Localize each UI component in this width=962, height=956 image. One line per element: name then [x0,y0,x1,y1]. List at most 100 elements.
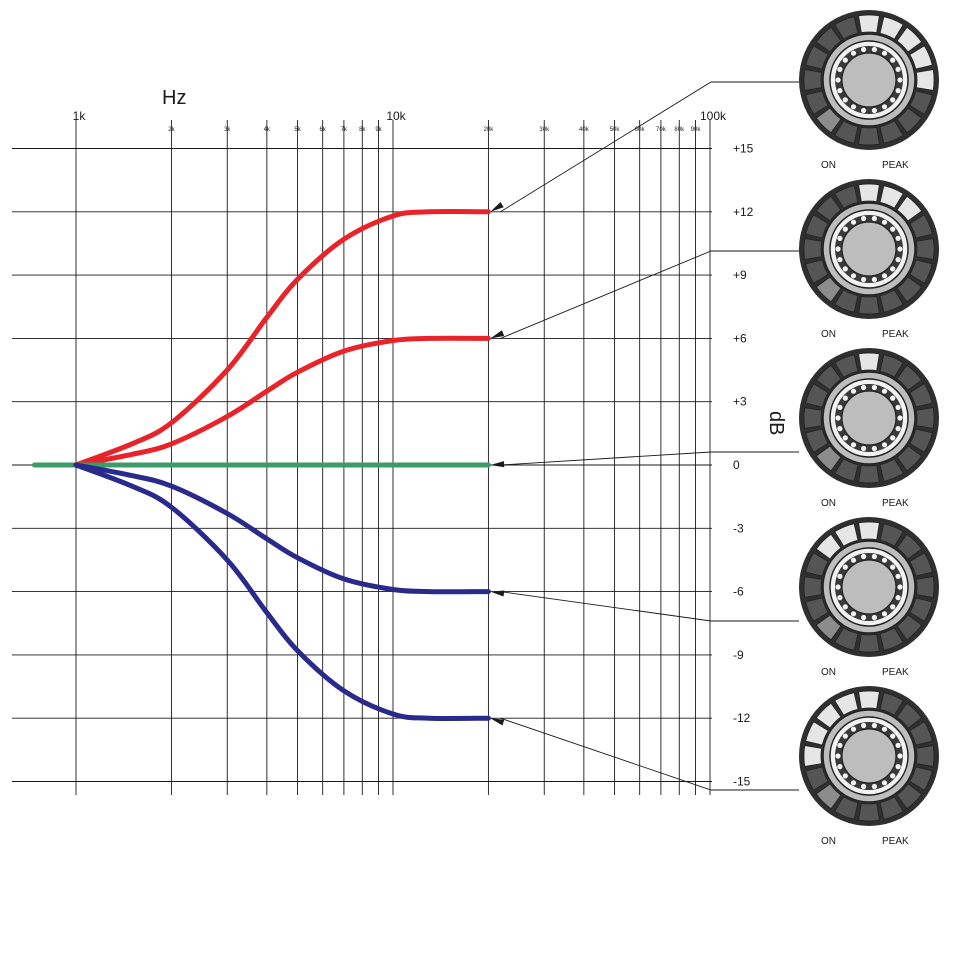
knob-led-segment [815,533,842,560]
knob-peak-label: PEAK [882,836,909,847]
response-curve-4 [73,462,491,722]
knob-on-label: ON [821,667,836,678]
x-tick-label-6k: 6k [320,127,327,133]
knob-center [841,52,897,108]
knob-grip-notch [837,257,843,263]
knob-pointer-arrowhead [490,590,505,597]
x-tick-label-70k: 70k [656,127,667,133]
knob-led-segment [896,702,923,729]
knob-grip-notch [837,235,843,241]
x-tick-label-3k: 3k [224,127,231,133]
knob-pointer-line [500,451,799,466]
eq-knob-2[interactable]: ON PEAK [799,348,939,509]
response-curve-0 [73,208,491,468]
knob-grip-notch [881,388,888,394]
knob-grip-notch [850,388,857,394]
knob-led-segment [879,185,904,209]
knob-led-segment [879,354,904,378]
knob-grip-notch [890,773,896,779]
knob-grip-notch [835,77,841,83]
knob-led-segment [879,796,904,820]
knob-grip-notch [881,726,888,732]
knob-grip-notch [861,215,867,222]
knob-led-segment [915,69,935,91]
knob-grip-notch [881,104,888,110]
knob-grip-notch [842,57,848,63]
knob-led-segment [909,214,933,239]
knob-pointer-line [500,81,799,213]
knob-led-segment [834,796,859,820]
knob-grip-notch [890,97,896,103]
knob-led-segment [909,90,933,115]
knob-peak-label: PEAK [882,160,909,171]
knob-led-segment [834,692,859,716]
knob-led-segment [896,445,923,472]
knob-led-segment [803,238,823,260]
knob-grip-notch [871,614,878,621]
knob-grip-notch [895,595,901,601]
knob-led-segment [896,783,923,810]
knob-led-segment [879,16,904,40]
knob-led-segment [915,576,935,598]
x-tick-label-4k: 4k [264,127,271,133]
knob-led-segment [915,745,935,767]
y-tick-label--15: -15 [733,775,751,789]
knob-grip-notch [837,764,843,770]
knob-grip-notch [871,107,878,114]
knob-led-segment [834,120,859,144]
knob-grip-notch [850,219,857,225]
x-tick-label-10k: 10k [386,109,406,123]
knob-led-segment [805,383,829,408]
knob-grip-notch [881,50,888,56]
knob-led-segment [858,14,880,34]
knob-led-segment [858,183,880,203]
knob-led-segment [815,195,842,222]
knob-grip-notch [861,46,867,53]
y-tick-label--6: -6 [733,585,744,599]
knob-grip-notch [871,783,878,790]
knob-led-segment [803,407,823,429]
knob-grip-notch [837,88,843,94]
y-tick-label--12: -12 [733,711,751,725]
knob-led-segment [879,120,904,144]
knob-grip-notch [895,573,901,580]
knob-grip-notch [890,395,896,401]
knob-led-segment [909,597,933,622]
knob-led-segment [858,126,880,146]
knob-led-segment [879,523,904,547]
knob-grip-notch [850,50,857,56]
knob-led-segment [858,521,880,541]
x-tick-label-5k: 5k [294,127,301,133]
knob-led-segment [879,627,904,651]
x-tick-label-2k: 2k [168,127,175,133]
knob-center [841,390,897,446]
knob-grip-notch [835,415,841,421]
knob-on-label: ON [821,498,836,509]
knob-grip-notch [890,266,896,272]
knob-led-segment [834,185,859,209]
knob-led-segment [805,259,829,284]
knob-grip-notch [895,88,901,94]
knob-peak-label: PEAK [882,498,909,509]
knob-grip-notch [881,273,888,279]
knob-grip-notch [897,246,903,252]
knob-grip-notch [861,445,867,452]
knob-grip-notch [837,573,843,580]
y-tick-label-+6: +6 [733,331,747,345]
knob-grip-notch [837,426,843,432]
knob-led-segment [909,45,933,70]
knob-led-segment [879,458,904,482]
knob-led-segment [909,383,933,408]
x-axis-unit: Hz [162,87,186,109]
x-tick-label-30k: 30k [539,127,550,133]
knob-grip-notch [890,57,896,63]
knob-led-segment [909,552,933,577]
knob-grip-notch [890,226,896,232]
knob-led-segment [909,259,933,284]
